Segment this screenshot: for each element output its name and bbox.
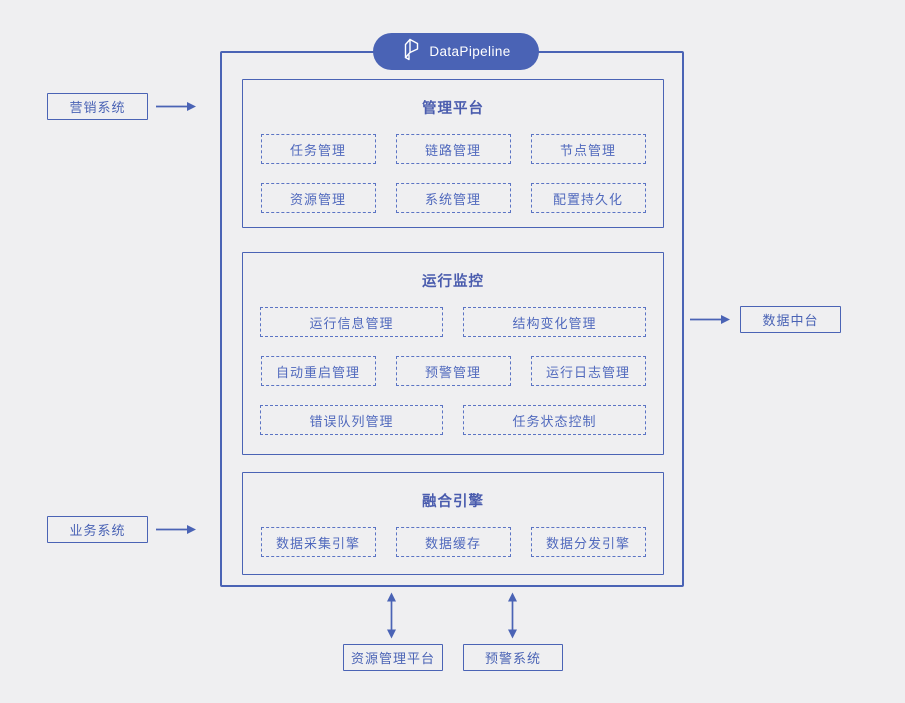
arrow-platform-alert-bidirectional-icon (506, 592, 519, 639)
module-box[interactable]: 配置持久化 (530, 183, 646, 213)
badge-label: DataPipeline (429, 44, 511, 59)
platform-container: 管理平台 任务管理链路管理节点管理资源管理系统管理配置持久化 运行监控 运行信息… (220, 51, 684, 587)
module-box[interactable]: 数据缓存 (395, 527, 511, 557)
section-modules: 运行信息管理结构变化管理自动重启管理预警管理运行日志管理错误队列管理任务状态控制 (243, 307, 663, 435)
module-row: 错误队列管理任务状态控制 (243, 405, 663, 435)
section-title: 管理平台 (422, 101, 484, 117)
module-box[interactable]: 运行日志管理 (530, 356, 646, 386)
module-row: 资源管理系统管理配置持久化 (243, 183, 663, 213)
module-row: 任务管理链路管理节点管理 (243, 134, 663, 164)
section-title: 运行监控 (422, 274, 484, 290)
section-modules: 任务管理链路管理节点管理资源管理系统管理配置持久化 (243, 134, 663, 213)
module-box[interactable]: 自动重启管理 (260, 356, 376, 386)
external-box-business-system[interactable]: 业务系统 (47, 516, 148, 543)
module-box[interactable]: 运行信息管理 (260, 307, 443, 337)
module-row: 数据采集引擎数据缓存数据分发引擎 (243, 527, 663, 557)
external-box-data-middle-platform[interactable]: 数据中台 (740, 306, 841, 333)
arrow-business-to-platform-icon (155, 523, 197, 536)
module-box[interactable]: 任务管理 (260, 134, 376, 164)
module-box[interactable]: 结构变化管理 (463, 307, 646, 337)
arrow-marketing-to-platform-icon (155, 100, 197, 113)
module-row: 运行信息管理结构变化管理 (243, 307, 663, 337)
module-box[interactable]: 数据分发引擎 (530, 527, 646, 557)
module-row: 自动重启管理预警管理运行日志管理 (243, 356, 663, 386)
module-box[interactable]: 链路管理 (395, 134, 511, 164)
external-box-resource-management-platform[interactable]: 资源管理平台 (343, 644, 443, 671)
module-box[interactable]: 资源管理 (260, 183, 376, 213)
arrow-platform-to-data-middle-icon (689, 313, 731, 326)
datapipeline-badge: DataPipeline (373, 33, 539, 70)
module-box[interactable]: 数据采集引擎 (260, 527, 376, 557)
section-fusion-engine: 融合引擎 数据采集引擎数据缓存数据分发引擎 (242, 472, 664, 575)
module-box[interactable]: 错误队列管理 (260, 405, 443, 435)
module-box[interactable]: 系统管理 (395, 183, 511, 213)
external-box-alert-system[interactable]: 预警系统 (463, 644, 563, 671)
section-title: 融合引擎 (422, 494, 484, 510)
datapipeline-logo-icon (401, 38, 422, 66)
external-box-marketing-system[interactable]: 营销系统 (47, 93, 148, 120)
arrow-platform-resource-bidirectional-icon (385, 592, 398, 639)
module-box[interactable]: 任务状态控制 (463, 405, 646, 435)
module-box[interactable]: 预警管理 (395, 356, 511, 386)
section-modules: 数据采集引擎数据缓存数据分发引擎 (243, 527, 663, 557)
module-box[interactable]: 节点管理 (530, 134, 646, 164)
section-operation-monitoring: 运行监控 运行信息管理结构变化管理自动重启管理预警管理运行日志管理错误队列管理任… (242, 252, 664, 455)
section-management-platform: 管理平台 任务管理链路管理节点管理资源管理系统管理配置持久化 (242, 79, 664, 228)
